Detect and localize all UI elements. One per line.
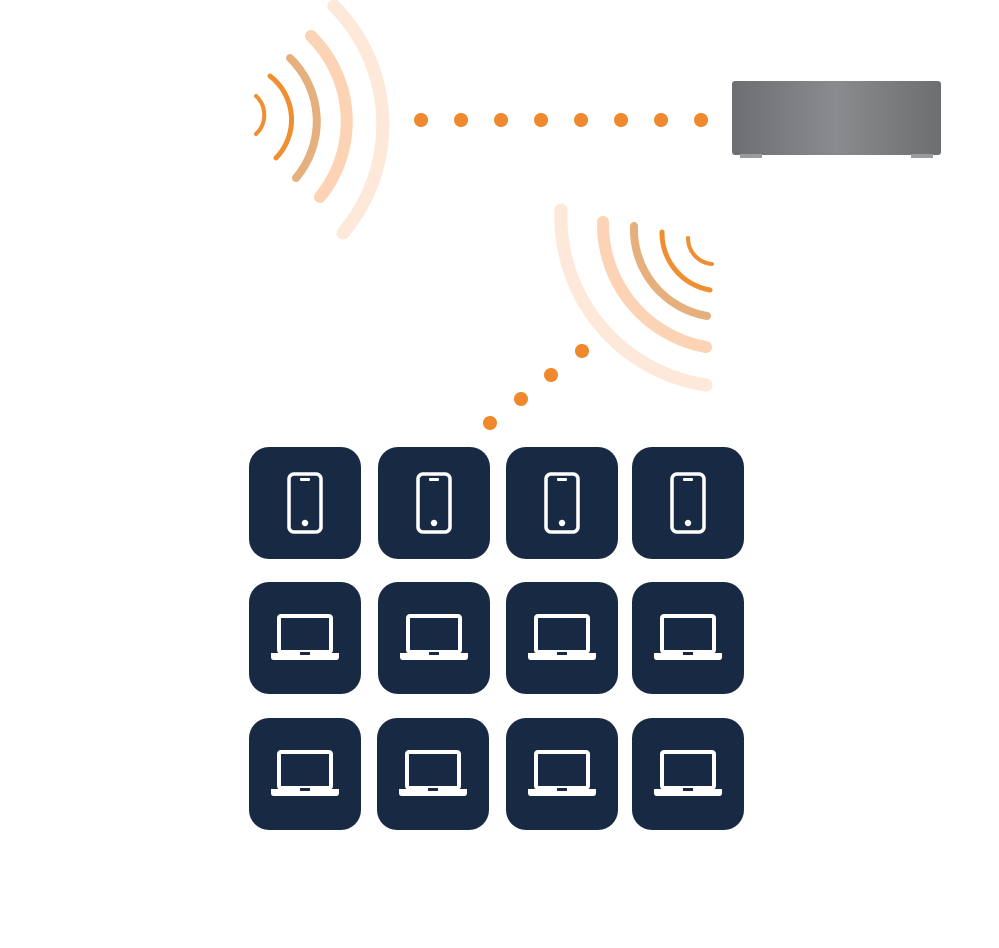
router-foot-left <box>740 154 762 158</box>
laptop-icon <box>271 614 339 660</box>
laptop-icon <box>654 614 722 660</box>
device-tile-laptop <box>249 582 361 694</box>
smartphone-icon <box>544 472 580 534</box>
signal-dot <box>414 113 428 127</box>
signal-dot <box>574 113 588 127</box>
device-tile-smartphone <box>632 447 744 559</box>
diagonal-signal-dots <box>483 344 589 430</box>
device-tile-smartphone <box>378 447 490 559</box>
signal-dot <box>494 113 508 127</box>
signal-dot <box>514 392 528 406</box>
signal-dot <box>483 416 497 430</box>
upper-wifi-signal-icon <box>254 0 390 240</box>
signal-wave-2 <box>267 73 295 161</box>
signal-dot <box>694 113 708 127</box>
signal-dot <box>544 368 558 382</box>
signal-wave-5 <box>327 0 390 240</box>
signal-dot <box>575 344 589 358</box>
signal-dot <box>534 113 548 127</box>
signal-dot <box>654 113 668 127</box>
device-tile-laptop <box>378 582 490 694</box>
smartphone-icon <box>670 472 706 534</box>
laptop-icon <box>399 750 467 796</box>
lower-wifi-signal-icon <box>554 203 714 392</box>
device-tile-smartphone <box>506 447 618 559</box>
laptop-icon <box>528 750 596 796</box>
signal-wave-2 <box>659 229 713 293</box>
device-tile-laptop <box>506 718 618 830</box>
signal-wave-3 <box>286 54 321 182</box>
signal-wave-5 <box>554 203 713 392</box>
device-tile-laptop <box>249 718 361 830</box>
laptop-icon <box>271 750 339 796</box>
signal-wave-3 <box>629 222 711 320</box>
signal-wave-4 <box>596 216 712 353</box>
signal-dot <box>454 113 468 127</box>
smartphone-icon <box>287 472 323 534</box>
router-foot-right <box>911 154 933 158</box>
device-tile-laptop <box>506 582 618 694</box>
laptop-icon <box>528 614 596 660</box>
signal-wave-4 <box>305 30 353 203</box>
router-box-icon <box>732 81 941 158</box>
device-tile-laptop <box>632 718 744 830</box>
device-tile-laptop <box>377 718 489 830</box>
signal-dot <box>614 113 628 127</box>
horizontal-signal-dots <box>414 113 708 127</box>
device-tile-smartphone <box>249 447 361 559</box>
smartphone-icon <box>416 472 452 534</box>
laptop-icon <box>400 614 468 660</box>
signal-wave-1 <box>254 94 267 136</box>
signal-wave-1 <box>685 236 714 266</box>
laptop-icon <box>654 750 722 796</box>
device-tile-laptop <box>632 582 744 694</box>
router-body <box>732 81 941 155</box>
